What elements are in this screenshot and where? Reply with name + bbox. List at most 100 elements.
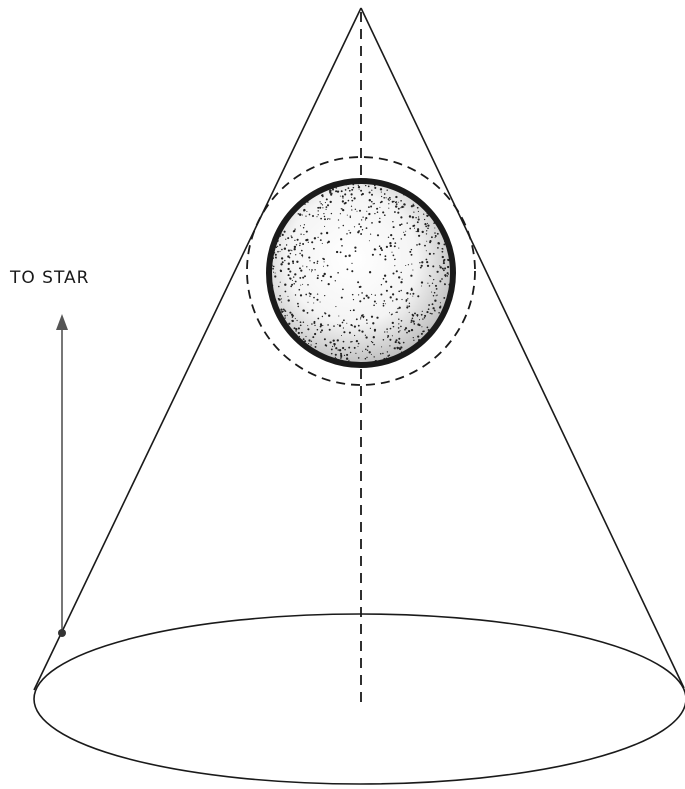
stipple-dot <box>357 346 358 347</box>
stipple-dot <box>303 338 305 340</box>
stipple-dot <box>339 349 341 351</box>
stipple-dot <box>288 299 290 301</box>
stipple-dot <box>442 256 444 258</box>
stipple-dot <box>297 239 299 241</box>
stipple-dot <box>421 333 423 335</box>
stipple-dot <box>297 303 299 305</box>
stipple-dot <box>443 269 445 271</box>
stipple-dot <box>349 332 351 334</box>
stipple-dot <box>410 275 412 277</box>
stipple-dot <box>393 226 395 228</box>
stipple-dot <box>302 284 303 285</box>
stipple-dot <box>412 320 414 322</box>
stipple-dot <box>408 330 410 332</box>
stipple-dot <box>309 295 310 296</box>
stipple-dot <box>375 295 376 296</box>
stipple-dot <box>373 344 374 345</box>
stipple-dot <box>381 196 382 197</box>
stipple-dot <box>368 206 370 208</box>
stipple-dot <box>367 346 369 348</box>
stipple-dot <box>351 200 353 202</box>
stipple-dot <box>404 234 406 236</box>
stipple-dot <box>387 355 389 357</box>
stipple-dot <box>324 312 325 313</box>
stipple-dot <box>386 328 388 330</box>
stipple-dot <box>351 193 353 195</box>
stipple-dot <box>371 201 373 203</box>
stipple-dot <box>334 345 335 346</box>
stipple-dot <box>326 209 327 210</box>
stipple-dot <box>421 285 422 286</box>
stipple-dot <box>387 335 389 337</box>
stipple-dot <box>284 231 286 233</box>
stipple-dot <box>311 269 313 271</box>
stipple-dot <box>398 276 400 278</box>
stipple-dot <box>307 328 309 330</box>
stipple-dot <box>350 216 351 217</box>
stipple-dot <box>374 203 375 204</box>
stipple-dot <box>394 245 396 247</box>
stipple-dot <box>380 188 382 190</box>
stipple-dot <box>307 325 308 326</box>
stipple-dot <box>343 319 345 321</box>
stipple-dot <box>280 282 281 283</box>
stipple-dot <box>344 349 346 351</box>
stipple-dot <box>329 190 331 192</box>
stipple-dot <box>395 196 397 198</box>
stipple-dot <box>421 265 423 267</box>
stipple-dot <box>369 271 371 273</box>
stipple-dot <box>340 213 341 214</box>
stipple-dot <box>396 298 398 300</box>
stipple-dot <box>417 316 418 317</box>
stipple-dot <box>330 201 332 203</box>
stipple-dot <box>292 280 293 281</box>
stipple-dot <box>359 210 361 212</box>
stipple-dot <box>311 271 312 272</box>
stipple-dot <box>351 263 352 264</box>
stipple-dot <box>400 326 402 328</box>
stipple-dot <box>306 266 307 267</box>
stipple-dot <box>320 232 322 234</box>
stipple-dot <box>358 357 360 359</box>
stipple-dot <box>417 230 419 232</box>
stipple-dot <box>331 193 332 194</box>
stipple-dot <box>343 331 345 333</box>
stipple-dot <box>448 274 449 275</box>
stipple-dot <box>367 297 369 299</box>
stipple-dot <box>358 185 359 186</box>
stipple-dot <box>415 217 416 218</box>
stipple-dot <box>288 250 290 252</box>
stipple-dot <box>348 200 350 202</box>
stipple-dot <box>353 187 355 189</box>
stipple-dot <box>420 267 422 269</box>
stipple-dot <box>317 318 319 320</box>
stipple-dot <box>322 325 323 326</box>
stipple-dot <box>351 270 353 272</box>
stipple-dot <box>337 324 338 325</box>
stipple-dot <box>273 272 274 273</box>
stipple-dot <box>401 206 403 208</box>
stipple-dot <box>295 294 296 295</box>
stipple-dot <box>335 357 336 358</box>
stipple-dot <box>366 227 368 229</box>
stipple-dot <box>365 185 366 186</box>
stipple-dot <box>441 278 443 280</box>
stipple-dot <box>354 246 356 248</box>
stipple-dot <box>408 264 409 265</box>
stipple-dot <box>392 221 393 222</box>
stipple-dot <box>335 190 337 192</box>
stipple-dot <box>301 250 303 252</box>
stipple-dot <box>302 215 303 216</box>
stipple-dot <box>437 295 438 296</box>
stipple-dot <box>426 259 428 261</box>
stipple-dot <box>431 292 432 293</box>
stipple-dot <box>294 240 295 241</box>
stipple-dot <box>337 190 339 192</box>
stipple-dot <box>371 354 372 355</box>
stipple-dot <box>319 207 321 209</box>
stipple-dot <box>376 208 378 210</box>
stipple-dot <box>324 261 325 262</box>
stipple-dot <box>365 336 367 338</box>
stipple-dot <box>345 202 347 204</box>
